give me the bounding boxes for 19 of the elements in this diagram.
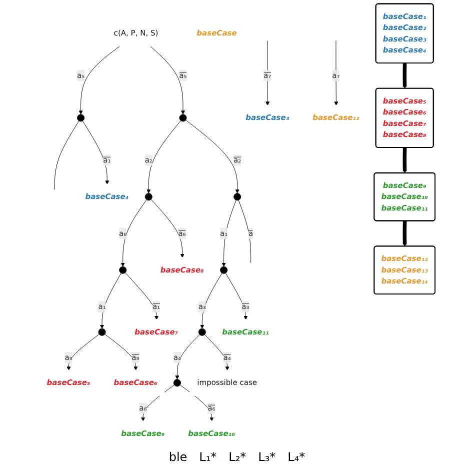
text-fragment: L₄* — [288, 450, 306, 464]
node-point — [118, 266, 126, 274]
node-point — [220, 266, 228, 274]
node-point — [173, 379, 181, 387]
arrow — [402, 148, 406, 174]
node-point — [98, 328, 106, 336]
text-fragment: L₃* — [258, 450, 276, 464]
connector — [238, 200, 251, 264]
text-fragment: L₂* — [228, 450, 246, 464]
arrow — [402, 220, 406, 247]
text-fragment: ble — [168, 450, 188, 464]
node-point — [198, 328, 206, 336]
node-point — [144, 193, 152, 201]
node-point — [233, 193, 241, 201]
arrow — [402, 63, 406, 89]
node-point — [178, 114, 186, 122]
text-fragment: L₁* — [199, 450, 217, 464]
connector — [54, 120, 79, 190]
node-point — [76, 114, 84, 122]
